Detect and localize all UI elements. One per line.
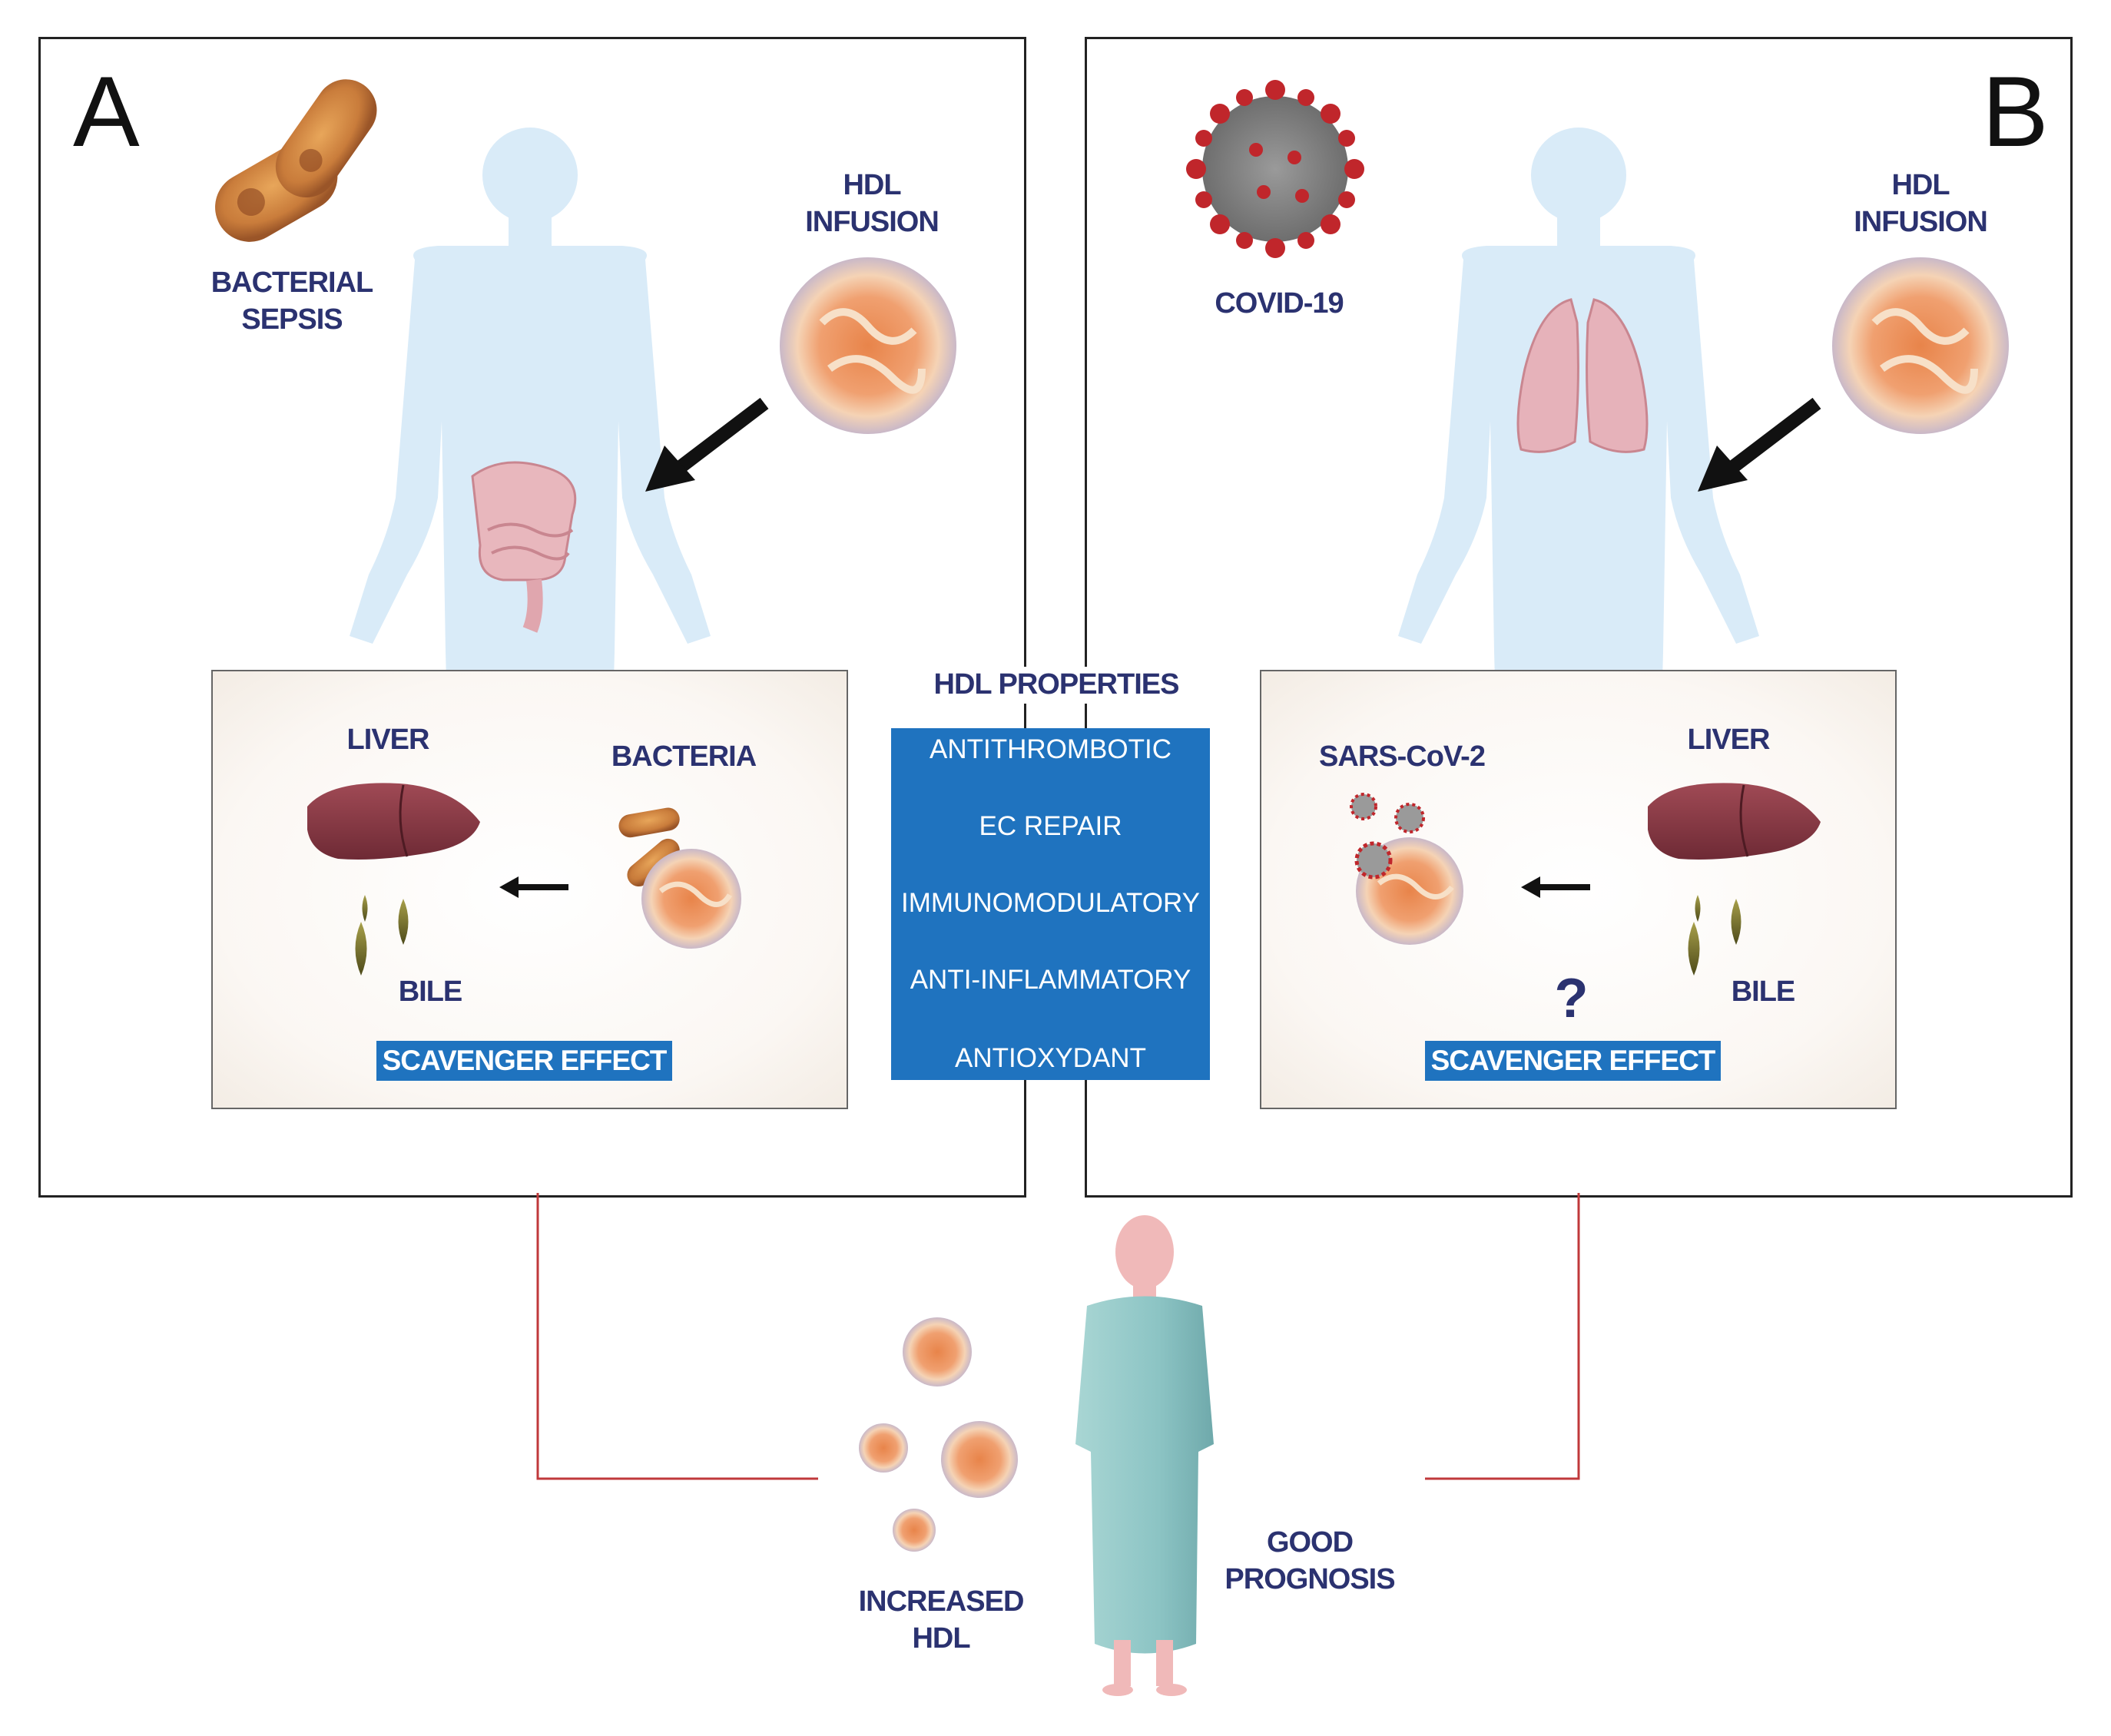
lungs-icon	[1516, 298, 1649, 453]
hdl-infusion-b-label: HDL INFUSION	[1832, 167, 2009, 240]
property-item: IMMUNOMODULATORY	[901, 888, 1200, 918]
panel-b-letter: B	[1982, 55, 2049, 167]
liver-icon	[1648, 783, 1821, 860]
hdl-properties-title: HDL PROPERTIES	[914, 667, 1198, 704]
virus-hdl-icon	[1350, 793, 1463, 945]
hdl-particle-icon	[859, 1317, 1018, 1552]
hdl-infusion-a-line1: HDL	[843, 169, 901, 201]
liver-a-label: LIVER	[346, 724, 430, 756]
increased-hdl-line1: INCREASED	[858, 1585, 1025, 1618]
arrow-icon	[499, 876, 568, 898]
arrow-icon	[645, 397, 769, 492]
coronavirus-icon	[1186, 80, 1364, 258]
intestine-icon	[471, 461, 577, 633]
bacterial-sepsis-line1: BACTERIAL	[210, 267, 374, 299]
covid-label: COVID-19	[1215, 287, 1344, 320]
property-item: ANTIOXYDANT	[955, 1043, 1146, 1073]
hdl-properties-box: ANTITHROMBOTIC EC REPAIR IMMUNOMODULATOR…	[891, 728, 1210, 1080]
scavenger-effect-a: SCAVENGER EFFECT	[376, 1041, 672, 1081]
property-item: ANTI-INFLAMMATORY	[910, 965, 1191, 995]
bacteria-hdl-icon	[618, 807, 741, 949]
bacteria-icon	[215, 79, 377, 242]
panel-a-letter: A	[73, 55, 140, 167]
hdl-infusion-b-line1: HDL	[1891, 169, 1950, 201]
liver-icon	[307, 783, 480, 860]
liver-b-label: LIVER	[1687, 724, 1771, 756]
bacterial-sepsis-label: BACTERIAL SEPSIS	[200, 265, 384, 338]
panel-a	[38, 37, 1026, 1198]
increased-hdl-line2: HDL	[912, 1622, 970, 1655]
good-prognosis-line1: GOOD	[1266, 1526, 1354, 1559]
bile-drop-icon	[355, 895, 409, 976]
hdl-infusion-b-line2: INFUSION	[1854, 205, 1988, 238]
increased-hdl-label: INCREASED HDL	[845, 1584, 1037, 1657]
bile-a-label: BILE	[398, 976, 463, 1008]
hdl-particle-icon	[1832, 257, 2009, 434]
question-mark: ?	[1554, 968, 1589, 1029]
property-item: ANTITHROMBOTIC	[930, 734, 1171, 764]
bile-b-label: BILE	[1731, 976, 1796, 1008]
bacteria-a-label: BACTERIA	[611, 740, 757, 773]
bacterial-sepsis-line2: SEPSIS	[241, 303, 343, 336]
hdl-particle-icon	[780, 257, 956, 434]
hdl-infusion-a-line2: INFUSION	[805, 205, 940, 238]
property-item: EC REPAIR	[979, 811, 1122, 841]
arrow-icon	[1521, 876, 1590, 898]
scavenger-effect-b: SCAVENGER EFFECT	[1425, 1041, 1721, 1081]
arrow-icon	[1698, 397, 1821, 492]
good-prognosis-line2: PROGNOSIS	[1225, 1562, 1395, 1595]
sars-label: SARS-CoV-2	[1319, 740, 1486, 773]
bile-drop-icon	[1688, 895, 1741, 976]
hdl-infusion-a-label: HDL INFUSION	[784, 167, 960, 240]
patient-gown-icon	[1075, 1215, 1214, 1696]
good-prognosis-label: GOOD PROGNOSIS	[1214, 1525, 1406, 1598]
